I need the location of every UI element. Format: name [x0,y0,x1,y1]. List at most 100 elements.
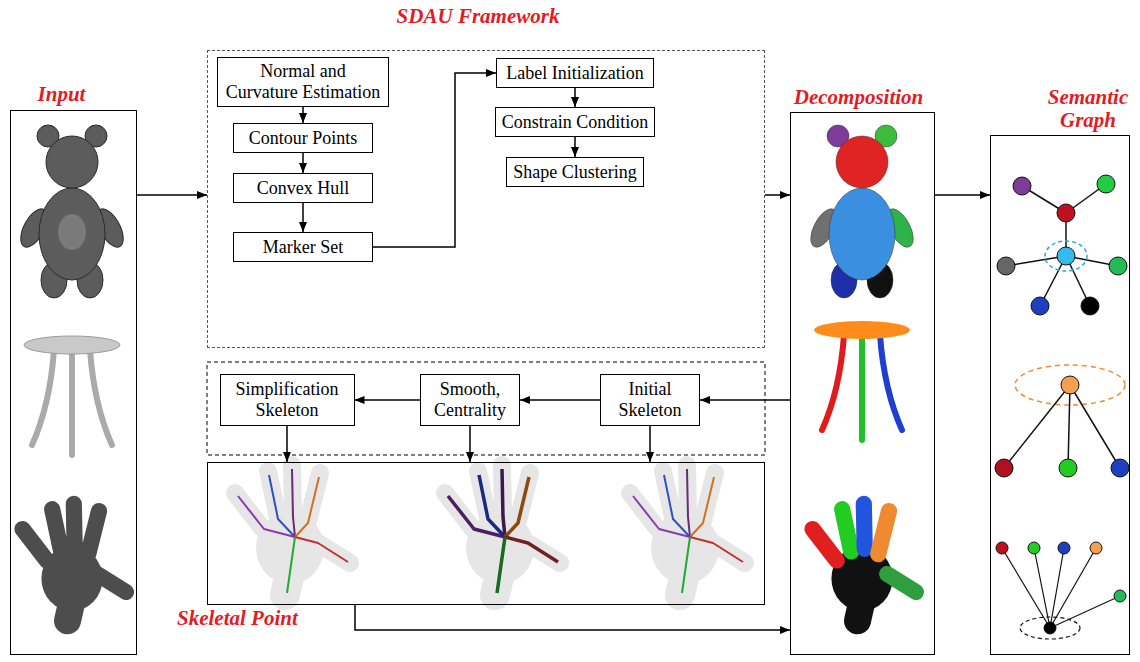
skeleton-smoothed [448,469,558,593]
teddy-bear-segmented [829,188,895,280]
teddy-bear-segmented [836,136,888,188]
table-segmented [814,321,910,339]
panel-heading: Decomposition [794,86,924,109]
hand-input [22,504,126,621]
skeleton-simplified [295,537,348,562]
flow-arrow [286,426,288,462]
skeleton-initial [690,477,714,537]
process-box: Normal and Curvature Estimation [217,57,389,106]
process-box: Smooth, Centrality [420,374,520,426]
flow-arrow [302,107,304,123]
semantic-graph-hand [1002,548,1120,628]
semantic-graph-table [1059,459,1077,477]
semantic-graph-teddy [997,175,1127,315]
skeleton-smoothed [448,496,505,537]
table-segmented [859,335,865,440]
hand-silhouette [445,465,560,595]
semantic-graph-hand [996,542,1008,554]
process-box: Initial Skeleton [600,374,700,426]
table-input [32,350,112,455]
image-panel: Decomposition [790,112,935,655]
teddy-bear-segmented [805,125,918,298]
semantic-graph-teddy [1057,204,1075,222]
semantic-graph-table [995,376,1129,477]
flow-arrow [574,137,576,157]
table-input [24,336,120,354]
process-label: Shape Clustering [513,162,637,183]
semantic-graph-teddy [997,257,1015,275]
semantic-graph-teddy [1109,257,1127,275]
process-label: Smooth, Centrality [427,379,513,420]
process-box: Convex Hull [233,173,373,203]
image-panel: Skeletal Point [207,462,765,605]
panel-heading: Skeletal Point [177,607,298,630]
semantic-graph-teddy [1081,297,1099,315]
image-panel: Input [10,110,137,655]
skeleton-initial [633,496,690,537]
semantic-graph-hand [1050,596,1120,628]
flow-arrow [469,426,471,462]
skeleton-simplified [292,469,295,537]
table-segmented [822,335,844,430]
skeleton-simplified [238,469,348,593]
semantic-graph-teddy [1031,297,1049,315]
semantic-graph-table [1068,385,1070,468]
semantic-graph-hand [1058,542,1070,554]
skeleton-simplified [287,537,295,593]
semantic-graph-table [1070,385,1120,468]
hand-segmented [813,529,837,561]
flow-arrow [355,399,421,401]
semantic-graph-teddy [1045,241,1087,271]
skeleton-initial [687,469,690,537]
semantic-graph-hand [1028,542,1040,554]
panel-heading: SDAU Framework [397,5,560,28]
teddy-bear-input [39,188,105,280]
semantic-graph-table [995,365,1129,477]
skeleton-simplified [269,475,295,537]
semantic-graph-teddy [1006,184,1118,306]
framework-group: Normal and Curvature EstimationContour P… [207,50,765,348]
semantic-graph-teddy [1057,247,1075,265]
process-label: Simplification Skeleton [227,379,348,420]
semantic-graph-hand [1114,590,1126,602]
flow-arrow [302,203,304,232]
process-label: Convex Hull [257,178,350,199]
semantic-graph-hand [996,542,1126,639]
skeleton-smoothed [502,469,505,537]
semantic-graph-hand [1044,622,1056,634]
process-label: Contour Points [249,128,358,149]
skeleton-simplified [238,496,295,537]
process-box: Simplification Skeleton [220,374,355,426]
semantic-graph-teddy [1097,175,1115,193]
semantic-graph-hand [1034,548,1050,628]
skeleton-initial [690,537,743,562]
table-input [24,336,120,455]
semantic-graph-hand [1090,542,1102,554]
teddy-bear-input [46,136,98,188]
flow-arrow [302,153,304,173]
process-box: Label Initialization [496,58,654,88]
hand-segmented [813,504,917,621]
semantic-graph-teddy [997,175,1127,315]
flow-arrow [137,194,207,196]
flow-arrow [700,399,790,401]
table-segmented [814,321,910,440]
flow-arrow [574,88,576,107]
hand-silhouette [235,465,350,595]
process-label: Normal and Curvature Estimation [224,61,382,102]
skeleton-simplified [295,477,319,537]
process-box: Constrain Condition [495,107,656,137]
panel-heading: Input [38,83,86,106]
semantic-graph-hand [1050,548,1096,628]
skeleton-initial [633,469,743,593]
skeleton-initial [664,475,690,537]
flow-arrow [520,399,600,401]
semantic-graph-table [1004,385,1070,468]
panel-heading: Semantic Graph [1040,86,1136,132]
flow-arrow [765,194,790,196]
skeleton-initial [682,537,690,593]
semantic-graph-teddy [1013,177,1031,195]
flow-arrow [935,194,990,196]
